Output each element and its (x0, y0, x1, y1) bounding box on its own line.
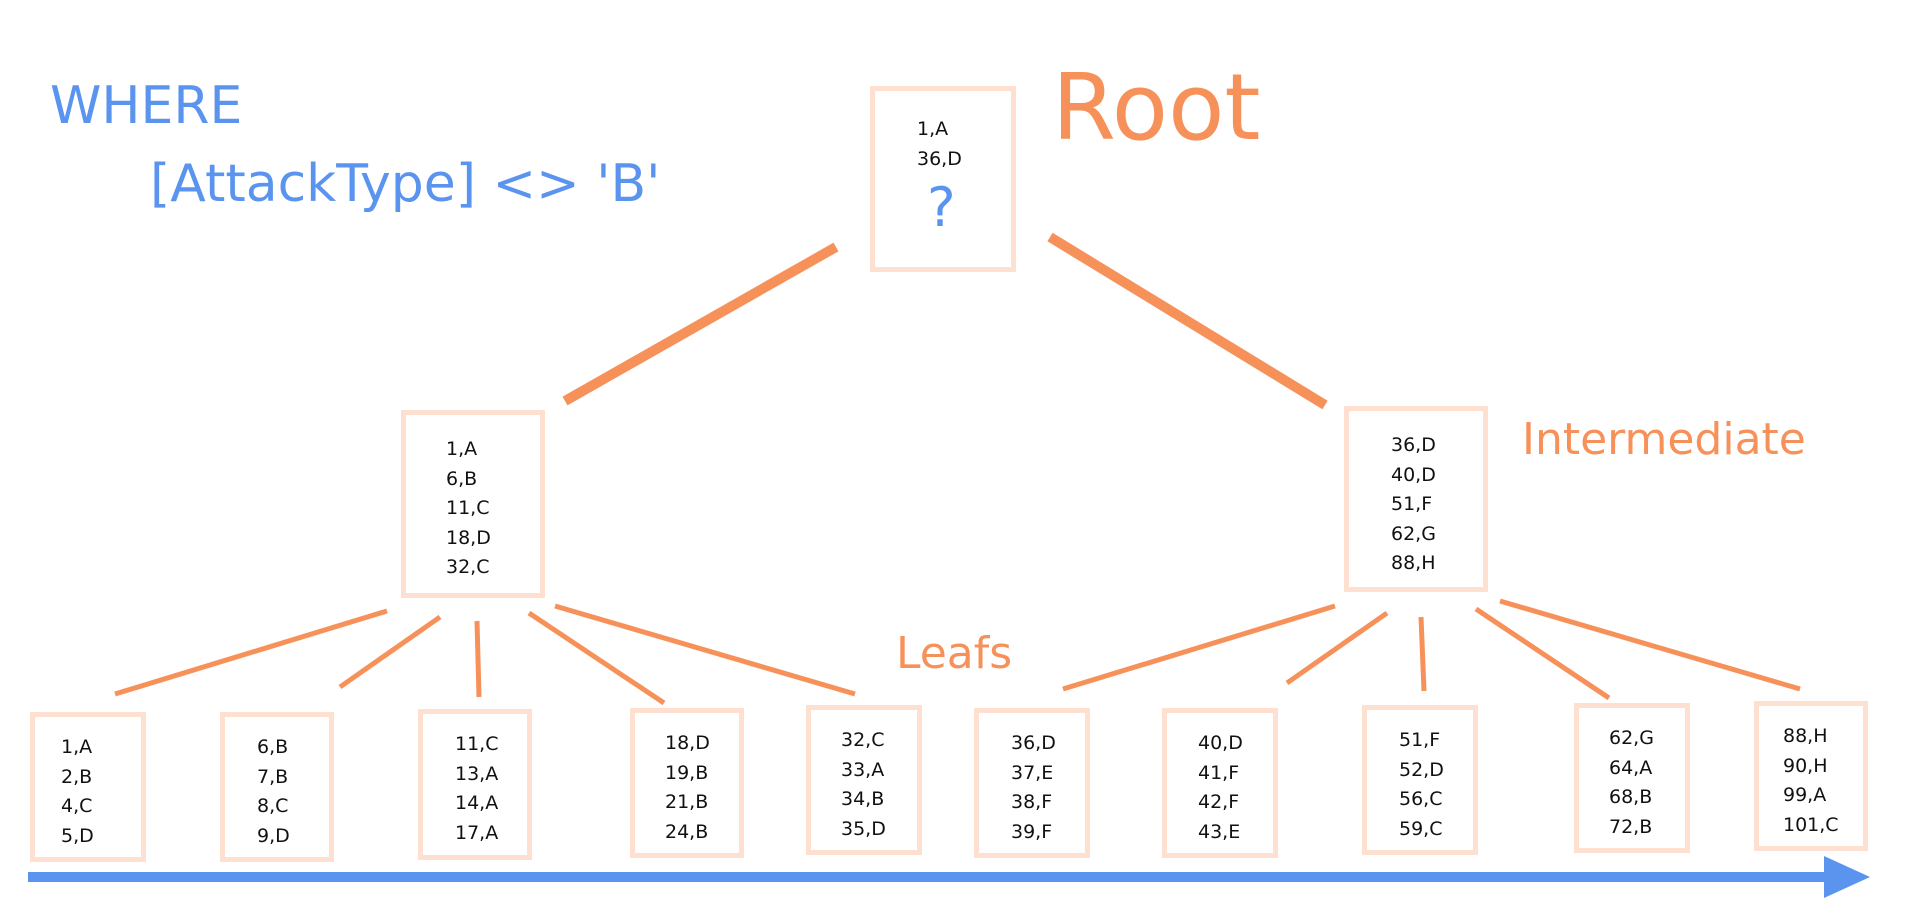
leaf-entry: 101,C (1783, 813, 1839, 836)
leaf-entry: 8,C (257, 795, 289, 817)
intermediate-right-entries: 36,D 40,D 51,F 62,G 88,H (1391, 431, 1436, 579)
leaf-entry: 24,B (665, 820, 709, 843)
leaf-node-10: 88,H 90,H 99,A 101,C (1754, 701, 1868, 851)
leaf-entry: 17,A (455, 821, 499, 844)
connector-root-right (1047, 232, 1328, 410)
leaf-entry: 13,A (455, 762, 499, 785)
query-predicate: [AttackType] <> 'B' (150, 154, 661, 214)
leaf-entry: 90,H (1783, 754, 1828, 777)
root-entry: 1,A (917, 118, 949, 140)
root-node: 1,A 36,D ? (870, 86, 1016, 272)
root-entries: 1,A 36,D (917, 115, 962, 174)
leaf-node-3: 11,C 13,A 14,A 17,A (418, 709, 532, 860)
leaf-entry: 36,D (1011, 732, 1056, 754)
leaf-entry: 2,B (61, 765, 93, 788)
leaf-entry: 33,A (841, 758, 885, 781)
leaf-entry: 52,D (1399, 758, 1444, 781)
leaf-entries: 18,D 19,B 21,B 24,B (665, 729, 710, 847)
leaf-entry: 51,F (1399, 729, 1441, 751)
intermediate-entry: 62,G (1391, 522, 1436, 545)
leaf-node-5: 32,C 33,A 34,B 35,D (806, 705, 922, 855)
leaf-entry: 59,C (1399, 817, 1443, 840)
intermediate-entry: 11,C (446, 497, 490, 519)
leaf-entry: 7,B (257, 765, 289, 788)
leaf-node-6: 36,D 37,E 38,F 39,F (974, 708, 1090, 858)
connector-left-leaf-4 (527, 610, 666, 706)
leaf-node-8: 51,F 52,D 56,C 59,C (1362, 705, 1478, 855)
intermediate-entry: 32,C (446, 556, 490, 578)
leaf-entry: 32,C (841, 729, 885, 751)
leaf-entry: 62,G (1609, 727, 1654, 749)
leaf-entries: 40,D 41,F 42,F 43,E (1198, 729, 1243, 847)
intermediate-entry: 6,B (446, 467, 478, 490)
leaf-entry: 18,D (665, 732, 710, 754)
connector-left-leaf-1 (114, 608, 388, 697)
leaf-entry: 35,D (841, 817, 886, 840)
connector-left-leaf-3 (474, 620, 482, 698)
leaf-entry: 43,E (1198, 820, 1241, 843)
leaf-node-9: 62,G 64,A 68,B 72,B (1574, 703, 1690, 853)
connector-root-left (562, 242, 839, 406)
leaf-entry: 38,F (1011, 791, 1053, 813)
leaf-entries: 51,F 52,D 56,C 59,C (1399, 726, 1444, 844)
intermediate-entry: 40,D (1391, 463, 1436, 486)
connector-right-leaf-2 (1285, 610, 1389, 686)
leaf-entry: 5,D (61, 824, 94, 847)
root-level-label: Root (1052, 54, 1261, 161)
leaf-scan-arrow-head (1824, 856, 1870, 898)
leaf-entry: 4,C (61, 795, 93, 817)
leaf-entry: 40,D (1198, 732, 1243, 754)
leaf-entry: 64,A (1609, 756, 1653, 779)
leaf-entry: 56,C (1399, 788, 1443, 810)
leaf-entries: 36,D 37,E 38,F 39,F (1011, 729, 1056, 847)
leaf-entry: 37,E (1011, 761, 1054, 784)
connector-right-leaf-3 (1418, 616, 1427, 692)
intermediate-node-right: 36,D 40,D 51,F 62,G 88,H (1344, 406, 1488, 592)
leaf-entries: 62,G 64,A 68,B 72,B (1609, 724, 1654, 842)
leaf-entry: 99,A (1783, 784, 1827, 806)
leaf-entries: 1,A 2,B 4,C 5,D (61, 733, 94, 851)
leaf-entries: 32,C 33,A 34,B 35,D (841, 726, 886, 844)
leaf-entry: 41,F (1198, 761, 1240, 784)
connector-left-leaf-5 (554, 603, 856, 697)
intermediate-left-entries: 1,A 6,B 11,C 18,D 32,C (446, 435, 491, 583)
leaf-node-7: 40,D 41,F 42,F 43,E (1162, 708, 1278, 858)
leaf-entry: 34,B (841, 788, 885, 810)
leafs-level-label: Leafs (896, 628, 1013, 679)
query-where-keyword: WHERE (50, 76, 243, 136)
leaf-entries: 11,C 13,A 14,A 17,A (455, 730, 498, 848)
intermediate-entry: 51,F (1391, 493, 1433, 515)
intermediate-entry: 88,H (1391, 552, 1436, 574)
leaf-entry: 88,H (1783, 725, 1828, 747)
leaf-entry: 11,C (455, 733, 499, 755)
intermediate-entry: 1,A (446, 438, 478, 460)
leaf-entry: 14,A (455, 792, 499, 814)
connector-right-leaf-1 (1062, 603, 1336, 692)
intermediate-entry: 18,D (446, 526, 491, 549)
connector-right-leaf-4 (1474, 606, 1611, 701)
leaf-entry: 9,D (257, 824, 290, 847)
leaf-entry: 72,B (1609, 815, 1653, 838)
leaf-node-4: 18,D 19,B 21,B 24,B (630, 708, 744, 858)
connector-left-leaf-2 (338, 614, 442, 690)
leaf-entry: 39,F (1011, 820, 1053, 843)
intermediate-level-label: Intermediate (1522, 414, 1806, 465)
leaf-entry: 42,F (1198, 791, 1240, 813)
intermediate-entry: 36,D (1391, 434, 1436, 456)
root-entry: 36,D (917, 147, 962, 170)
connector-right-leaf-5 (1499, 598, 1801, 692)
leaf-entry: 1,A (61, 736, 93, 758)
leaf-entries: 88,H 90,H 99,A 101,C (1783, 722, 1839, 840)
root-unknown-marker: ? (927, 176, 956, 239)
leaf-entry: 21,B (665, 791, 709, 813)
leaf-node-1: 1,A 2,B 4,C 5,D (30, 712, 146, 862)
leaf-entries: 6,B 7,B 8,C 9,D (257, 733, 290, 851)
leaf-entry: 6,B (257, 736, 289, 758)
leaf-entry: 68,B (1609, 786, 1653, 808)
leaf-entry: 19,B (665, 761, 709, 784)
intermediate-node-left: 1,A 6,B 11,C 18,D 32,C (401, 410, 545, 598)
leaf-node-2: 6,B 7,B 8,C 9,D (220, 712, 334, 862)
